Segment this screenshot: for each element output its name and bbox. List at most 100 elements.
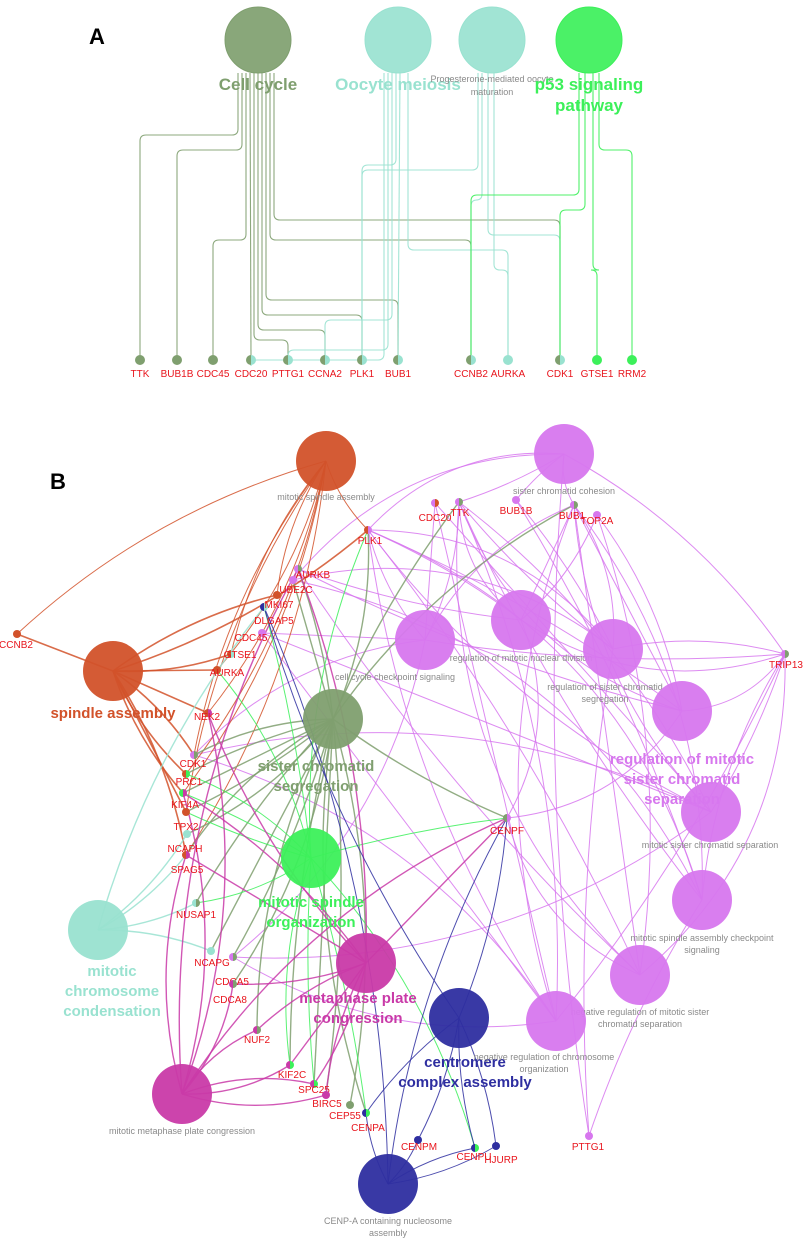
gene-node-tpx2 (182, 808, 190, 816)
gene-node-ttk (135, 355, 145, 365)
gene-term-edge (193, 460, 327, 756)
pathway-gene-edge (397, 72, 401, 360)
gene-label: PRC1 (176, 777, 203, 788)
pathway-gene-edge (407, 73, 509, 359)
gene-node-cenpm (414, 1136, 422, 1144)
gene-term-edge (434, 502, 557, 1022)
gene-label: NCAPH (167, 844, 202, 855)
gene-term-edge (185, 460, 327, 856)
gene-node-cdc20 (246, 355, 251, 365)
panel-b-terms: mitotic spindle assembly sister chromatid… (50, 424, 778, 1238)
metaphase-plate-congression-label: metaphase plate (299, 990, 417, 1007)
gene-node-kif2c (286, 1061, 290, 1069)
cenp-a-containing-nucleosome-assembly-label: assembly (369, 1228, 408, 1238)
gene-term-edge (701, 653, 786, 901)
sister-chromatid-segregation-label: sister chromatid (258, 758, 375, 775)
gene-label: AURKA (491, 369, 526, 380)
gene-label: CDC45 (235, 633, 268, 644)
gene-term-edge (207, 712, 367, 964)
pathway-gene-edge (273, 73, 561, 359)
gene-node-cenpu (471, 1144, 475, 1152)
mitotic-metaphase-plate-congression-node (152, 1064, 212, 1124)
gene-node-gtse1 (227, 650, 231, 658)
mitotic-spindle-organization-label: mitotic spindle (258, 894, 364, 911)
gene-term-edge (297, 568, 641, 976)
gene-label: AURKA (210, 668, 245, 679)
gene-term-edge (256, 718, 334, 1031)
gene-term-edge (263, 606, 389, 1185)
gene-label: SPAG5 (171, 865, 204, 876)
gene-node-bub1-half (574, 501, 578, 509)
gene-label: BUB1B (161, 369, 194, 380)
gene-node-prc1-half (186, 770, 190, 778)
gene-label: CEP55 (329, 1111, 361, 1122)
gene-node-bub1b (512, 496, 520, 504)
gene-term-edge (232, 811, 712, 959)
mitotic-spindle-assembly-checkpoint-signaling-node (672, 870, 732, 930)
gene-label: CCNB2 (0, 640, 33, 651)
gene-term-edge (178, 568, 299, 1095)
gene-label: MKI67 (265, 600, 294, 611)
gene-label: CCNA2 (308, 369, 342, 380)
gene-node-pttg1-half (288, 355, 293, 365)
regulation-of-mitotic-sister-chromatid-separation-node (652, 681, 712, 741)
mitotic-metaphase-plate-congression-label: mitotic metaphase plate congression (109, 1126, 255, 1136)
p53-label: pathway (555, 96, 624, 115)
pathway-gene-edge (559, 73, 586, 359)
gene-label: HJURP (484, 1155, 518, 1166)
gene-node-cdc20-half (435, 499, 439, 507)
gene-node-cdca5-half (233, 953, 237, 961)
gene-node-mki67 (260, 603, 264, 611)
gene-node-cenpf (503, 814, 507, 822)
gene-node-nuf2-half (257, 1026, 261, 1034)
gene-node-ccnb2 (466, 355, 471, 365)
gene-node-cenpa (362, 1109, 366, 1117)
cell-cycle-node (224, 6, 292, 74)
gene-label: NEK2 (194, 712, 221, 723)
pathway-gene-edge (470, 73, 483, 359)
gene-node-spc25-half (314, 1080, 318, 1088)
gene-node-cdca5 (229, 953, 233, 961)
mitotic-spindle-organization-label: organization (266, 914, 355, 931)
pathway-gene-edge (487, 73, 561, 359)
panel-b-letter: B (50, 469, 66, 494)
gene-node-kif2c-half (290, 1061, 294, 1069)
gene-term-edge (310, 857, 367, 1114)
gene-node-plk1 (357, 355, 362, 365)
gene-label: CCNB2 (454, 369, 488, 380)
gene-node-aurka (213, 666, 221, 674)
oocyte-meiosis-label: Oocyte meiosis (335, 75, 461, 94)
cenp-a-containing-nucleosome-assembly-label: CENP-A containing nucleosome (324, 1216, 452, 1226)
regulation-of-sister-chromatid-segregation-label: segregation (581, 694, 628, 704)
gene-term-edge (563, 453, 786, 655)
gene-term-edge (193, 732, 712, 813)
gene-node-trip13-half (785, 650, 789, 658)
sister-chromatid-segregation-label: segregation (273, 778, 358, 795)
gene-node-bub1b (172, 355, 182, 365)
negative-regulation-of-chromosome-organization-node (526, 991, 586, 1051)
gene-term-edge (165, 854, 187, 1095)
regulation-of-mitotic-sister-chromatid-separation-label: regulation of mitotic (610, 751, 754, 768)
gene-node-plk1-half (362, 355, 367, 365)
metaphase-plate-congression-label: congression (313, 1010, 402, 1027)
progesterone-label: maturation (471, 87, 514, 97)
cell-cycle-checkpoint-signaling-label: cell cycle checkpoint signaling (335, 672, 455, 682)
pathway-gene-edge (265, 73, 399, 359)
pathway-gene-edge (287, 73, 389, 359)
mitotic-chromosome-condensation-label: condensation (63, 1003, 161, 1020)
gene-node-nek2-half (208, 709, 212, 717)
gene-label: CDC45 (197, 369, 230, 380)
gene-term-edge (193, 639, 426, 756)
gene-node-ttk (455, 498, 459, 506)
gene-label: CDK1 (180, 759, 207, 770)
gene-term-edge (309, 529, 369, 859)
gene-label: UBE2C (279, 585, 312, 596)
gene-label: CDK1 (547, 369, 574, 380)
gene-node-cdc45 (258, 629, 266, 637)
gene-label: DLGAP5 (254, 616, 294, 627)
gene-node-cdk1 (190, 751, 194, 759)
panel-a-letter: A (89, 24, 105, 49)
gene-label: BUB1 (559, 511, 586, 522)
gene-node-nek2 (204, 709, 208, 717)
